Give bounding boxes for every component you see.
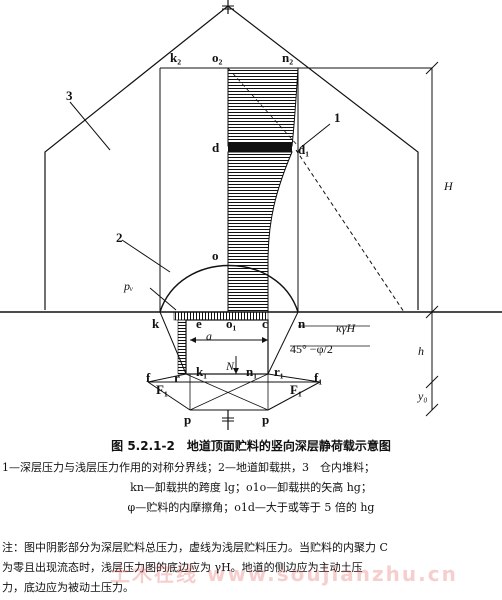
label-k1: k₁ — [196, 364, 207, 379]
label-r1: r₁ — [274, 364, 284, 379]
label-c: c — [262, 316, 268, 331]
label-a: a — [206, 329, 212, 343]
note: 注：图中阴影部分为深层贮料总压力，虚线为浅层贮料压力。当贮料的内聚力 C 为零且… — [2, 538, 500, 598]
label-o: o — [212, 248, 219, 263]
label-k2: k₂ — [170, 50, 181, 65]
label-f1: f₁ — [314, 370, 322, 385]
figure-caption: 图 5.2.1-2 地道顶面贮料的竖向深层静荷载示意图 — [111, 439, 391, 453]
left-slope — [159, 311, 187, 375]
legend: 1—深层压力与浅层压力作用的对称分界线；2—地道卸载拱，3 仓内堆料； kn—卸… — [2, 458, 500, 518]
label-n: n — [298, 316, 306, 331]
label-1: 1 — [334, 110, 341, 125]
legend-line-3: φ—贮料的内摩擦角；o1d—大于或等于 5 倍的 hg — [127, 501, 375, 514]
label-k: k — [152, 316, 160, 331]
label-p-left: p — [184, 412, 191, 427]
tunnel-side-load — [177, 319, 187, 375]
label-F1-left: F₁ — [156, 382, 168, 397]
label-r: r — [174, 370, 180, 385]
note-line-2: 为零且出现流态时，浅层压力图的底边应为 γH。地道的侧边应为主动土压 — [2, 561, 363, 574]
note-line-3: 力，底边应为被动土压力。 — [2, 581, 134, 594]
label-n2: n₂ — [282, 50, 293, 65]
label-e: e — [196, 316, 202, 331]
shallow-pressure-dashed — [295, 149, 405, 313]
label-p-right: p — [262, 412, 269, 427]
note-line-1: 注：图中阴影部分为深层贮料总压力，虚线为浅层贮料压力。当贮料的内聚力 C — [2, 541, 388, 554]
label-kgh: κγH — [336, 321, 356, 335]
label-d1: d₁ — [298, 142, 309, 157]
label-f: f — [146, 370, 151, 385]
label-pv: pᵥ — [123, 279, 133, 293]
label-N: N — [225, 359, 235, 373]
silo-load-diagram: k₂ o₂ n₂ 3 1 d d₁ H 2 o pᵥ k e o₁ c n κγ… — [0, 0, 502, 430]
label-o2: o₂ — [212, 50, 223, 65]
label-3: 3 — [66, 88, 73, 103]
label-n1: n₁ — [246, 364, 257, 379]
label-d: d — [212, 140, 220, 155]
label-o1: o₁ — [226, 316, 237, 331]
right-slope — [267, 311, 299, 375]
label-F1-right: F₁ — [290, 382, 302, 397]
watermark: 土木在线 www.soujianzhu.cn — [110, 562, 458, 586]
label-2: 2 — [116, 230, 123, 245]
legend-line-1: 1—深层压力与浅层压力作用的对称分界线；2—地道卸载拱，3 仓内堆料； — [2, 461, 375, 474]
deep-pressure-hatch — [227, 151, 293, 313]
boundary-band-d — [228, 143, 292, 152]
label-h: h — [418, 344, 424, 358]
legend-line-2: kn—卸载拱的跨度 lg；o1o—卸载拱的矢高 hg； — [130, 481, 372, 494]
label-angle: 45° −φ/2 — [290, 342, 333, 356]
tunnel-top-load — [173, 311, 269, 321]
label-H: H — [443, 179, 454, 193]
unloading-arch — [159, 264, 299, 313]
label-y0: y₀ — [417, 389, 428, 403]
